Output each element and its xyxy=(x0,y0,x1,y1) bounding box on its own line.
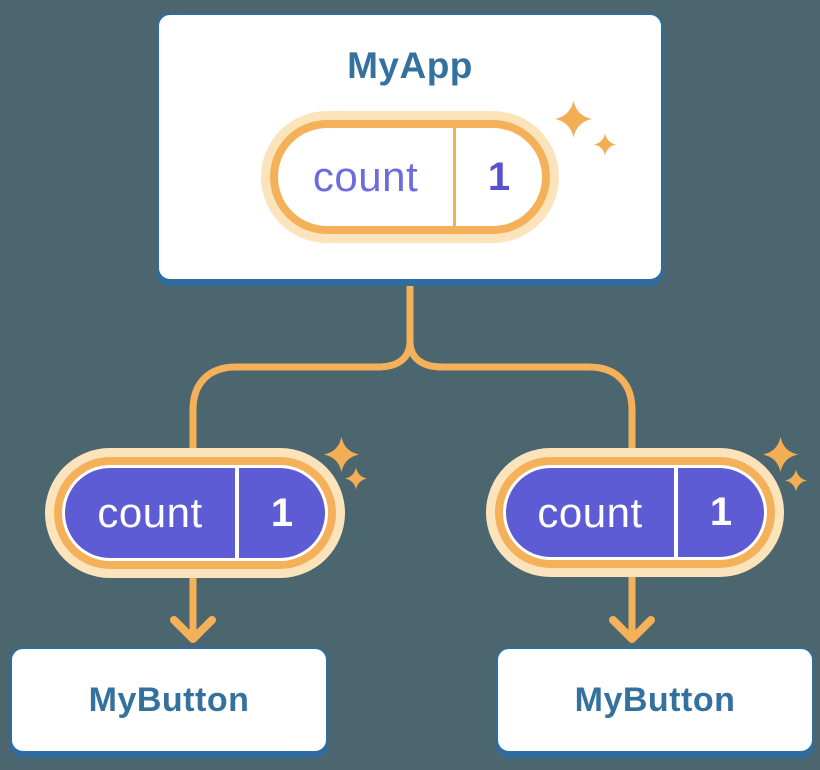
connector-branch-right xyxy=(406,337,636,472)
state-pill-fill: count 1 xyxy=(506,468,764,557)
sparkle-icon xyxy=(594,133,616,156)
state-pill-divider xyxy=(674,468,678,557)
state-name: count xyxy=(537,488,643,536)
state-value: 1 xyxy=(709,490,733,534)
state-name-cell: count xyxy=(65,468,235,558)
sparkle-icon xyxy=(785,469,807,492)
arrow-head-right-icon xyxy=(609,616,655,643)
state-name: count xyxy=(312,153,419,200)
component-card-child-right: MyButton xyxy=(496,647,814,753)
sparkle-icon xyxy=(763,437,798,472)
component-title-child-right: MyButton xyxy=(574,680,736,719)
state-pill-divider xyxy=(453,128,456,226)
state-pill-child-right: count 1 xyxy=(486,448,784,577)
connector-branch-left xyxy=(189,337,414,472)
component-title-root: MyApp xyxy=(347,45,473,86)
state-pill-body: count 1 xyxy=(503,465,767,560)
sparkle-icon xyxy=(555,100,592,138)
component-card-child-left: MyButton xyxy=(10,647,328,753)
sparkle-icon xyxy=(345,467,367,490)
state-name-cell: count xyxy=(278,128,453,226)
state-name: count xyxy=(97,489,203,536)
state-pill-ring: count 1 xyxy=(495,457,775,568)
sparkle-icon xyxy=(324,437,359,472)
state-value: 1 xyxy=(270,490,294,535)
component-title-child-left: MyButton xyxy=(88,680,250,719)
arrow-head-left-icon xyxy=(170,616,216,643)
state-pill-fill: count 1 xyxy=(65,468,325,558)
state-pill-child-left: count 1 xyxy=(45,448,345,578)
state-name-cell: count xyxy=(506,468,674,557)
state-pill-body: count 1 xyxy=(278,128,542,226)
state-value: 1 xyxy=(487,154,511,199)
state-pill-root: count 1 xyxy=(261,111,559,243)
state-pill-divider xyxy=(235,468,239,558)
state-pill-ring: count 1 xyxy=(54,457,336,569)
state-value-cell: 1 xyxy=(678,468,764,557)
state-value-cell: 1 xyxy=(239,468,325,558)
state-pill-body: count 1 xyxy=(62,465,328,561)
state-value-cell: 1 xyxy=(456,128,542,226)
state-pill-ring: count 1 xyxy=(270,120,550,234)
